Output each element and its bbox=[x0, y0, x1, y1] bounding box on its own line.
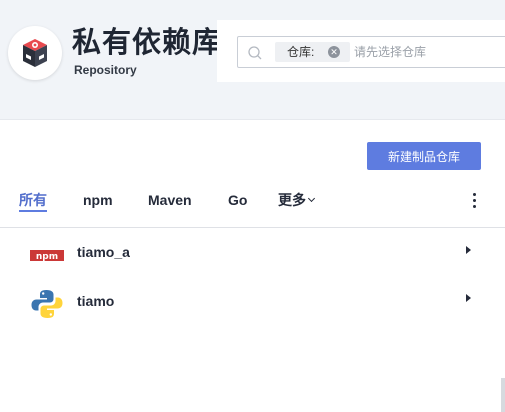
repository-name[interactable]: tiamo_a bbox=[77, 244, 130, 260]
list-item[interactable]: npm tiamo_a bbox=[0, 233, 500, 277]
filter-chip-label: 仓库: bbox=[287, 45, 315, 59]
repository-type-tabs: 所有 npm Maven Go 更多 bbox=[0, 186, 505, 228]
caret-right-icon[interactable] bbox=[466, 246, 471, 254]
search-placeholder: 请先选择仓库 bbox=[354, 45, 427, 59]
page-title: 私有依赖库 bbox=[72, 27, 223, 59]
repository-filter-chip[interactable]: 仓库: ✕ bbox=[275, 42, 350, 62]
page-subtitle: Repository bbox=[74, 63, 137, 77]
tab-npm[interactable]: npm bbox=[83, 192, 113, 208]
tab-all[interactable]: 所有 bbox=[19, 192, 47, 208]
tab-maven[interactable]: Maven bbox=[148, 192, 192, 208]
svg-text:npm: npm bbox=[36, 252, 58, 262]
tab-more[interactable]: 更多 bbox=[278, 190, 316, 210]
close-icon[interactable]: ✕ bbox=[328, 46, 340, 58]
active-tab-indicator bbox=[19, 210, 47, 212]
tab-more-label: 更多 bbox=[278, 192, 306, 208]
repository-name[interactable]: tiamo bbox=[77, 293, 115, 309]
chevron-down-icon bbox=[307, 194, 316, 202]
scrollbar[interactable] bbox=[501, 378, 505, 412]
more-options-icon[interactable] bbox=[468, 192, 480, 210]
new-repository-button[interactable]: 新建制品仓库 bbox=[367, 142, 481, 170]
search-panel: 仓库: ✕ 请先选择仓库 bbox=[217, 20, 505, 82]
page-header: 私有依赖库 Repository 仓库: ✕ 请先选择仓库 bbox=[0, 0, 505, 120]
list-item[interactable]: tiamo bbox=[0, 282, 500, 326]
search-input[interactable]: 仓库: ✕ 请先选择仓库 bbox=[237, 36, 505, 68]
caret-right-icon[interactable] bbox=[466, 294, 471, 302]
search-icon bbox=[248, 46, 262, 60]
npm-icon: npm bbox=[30, 250, 64, 262]
python-icon bbox=[31, 290, 63, 318]
tab-go[interactable]: Go bbox=[228, 192, 248, 208]
repository-box-icon bbox=[8, 26, 62, 80]
